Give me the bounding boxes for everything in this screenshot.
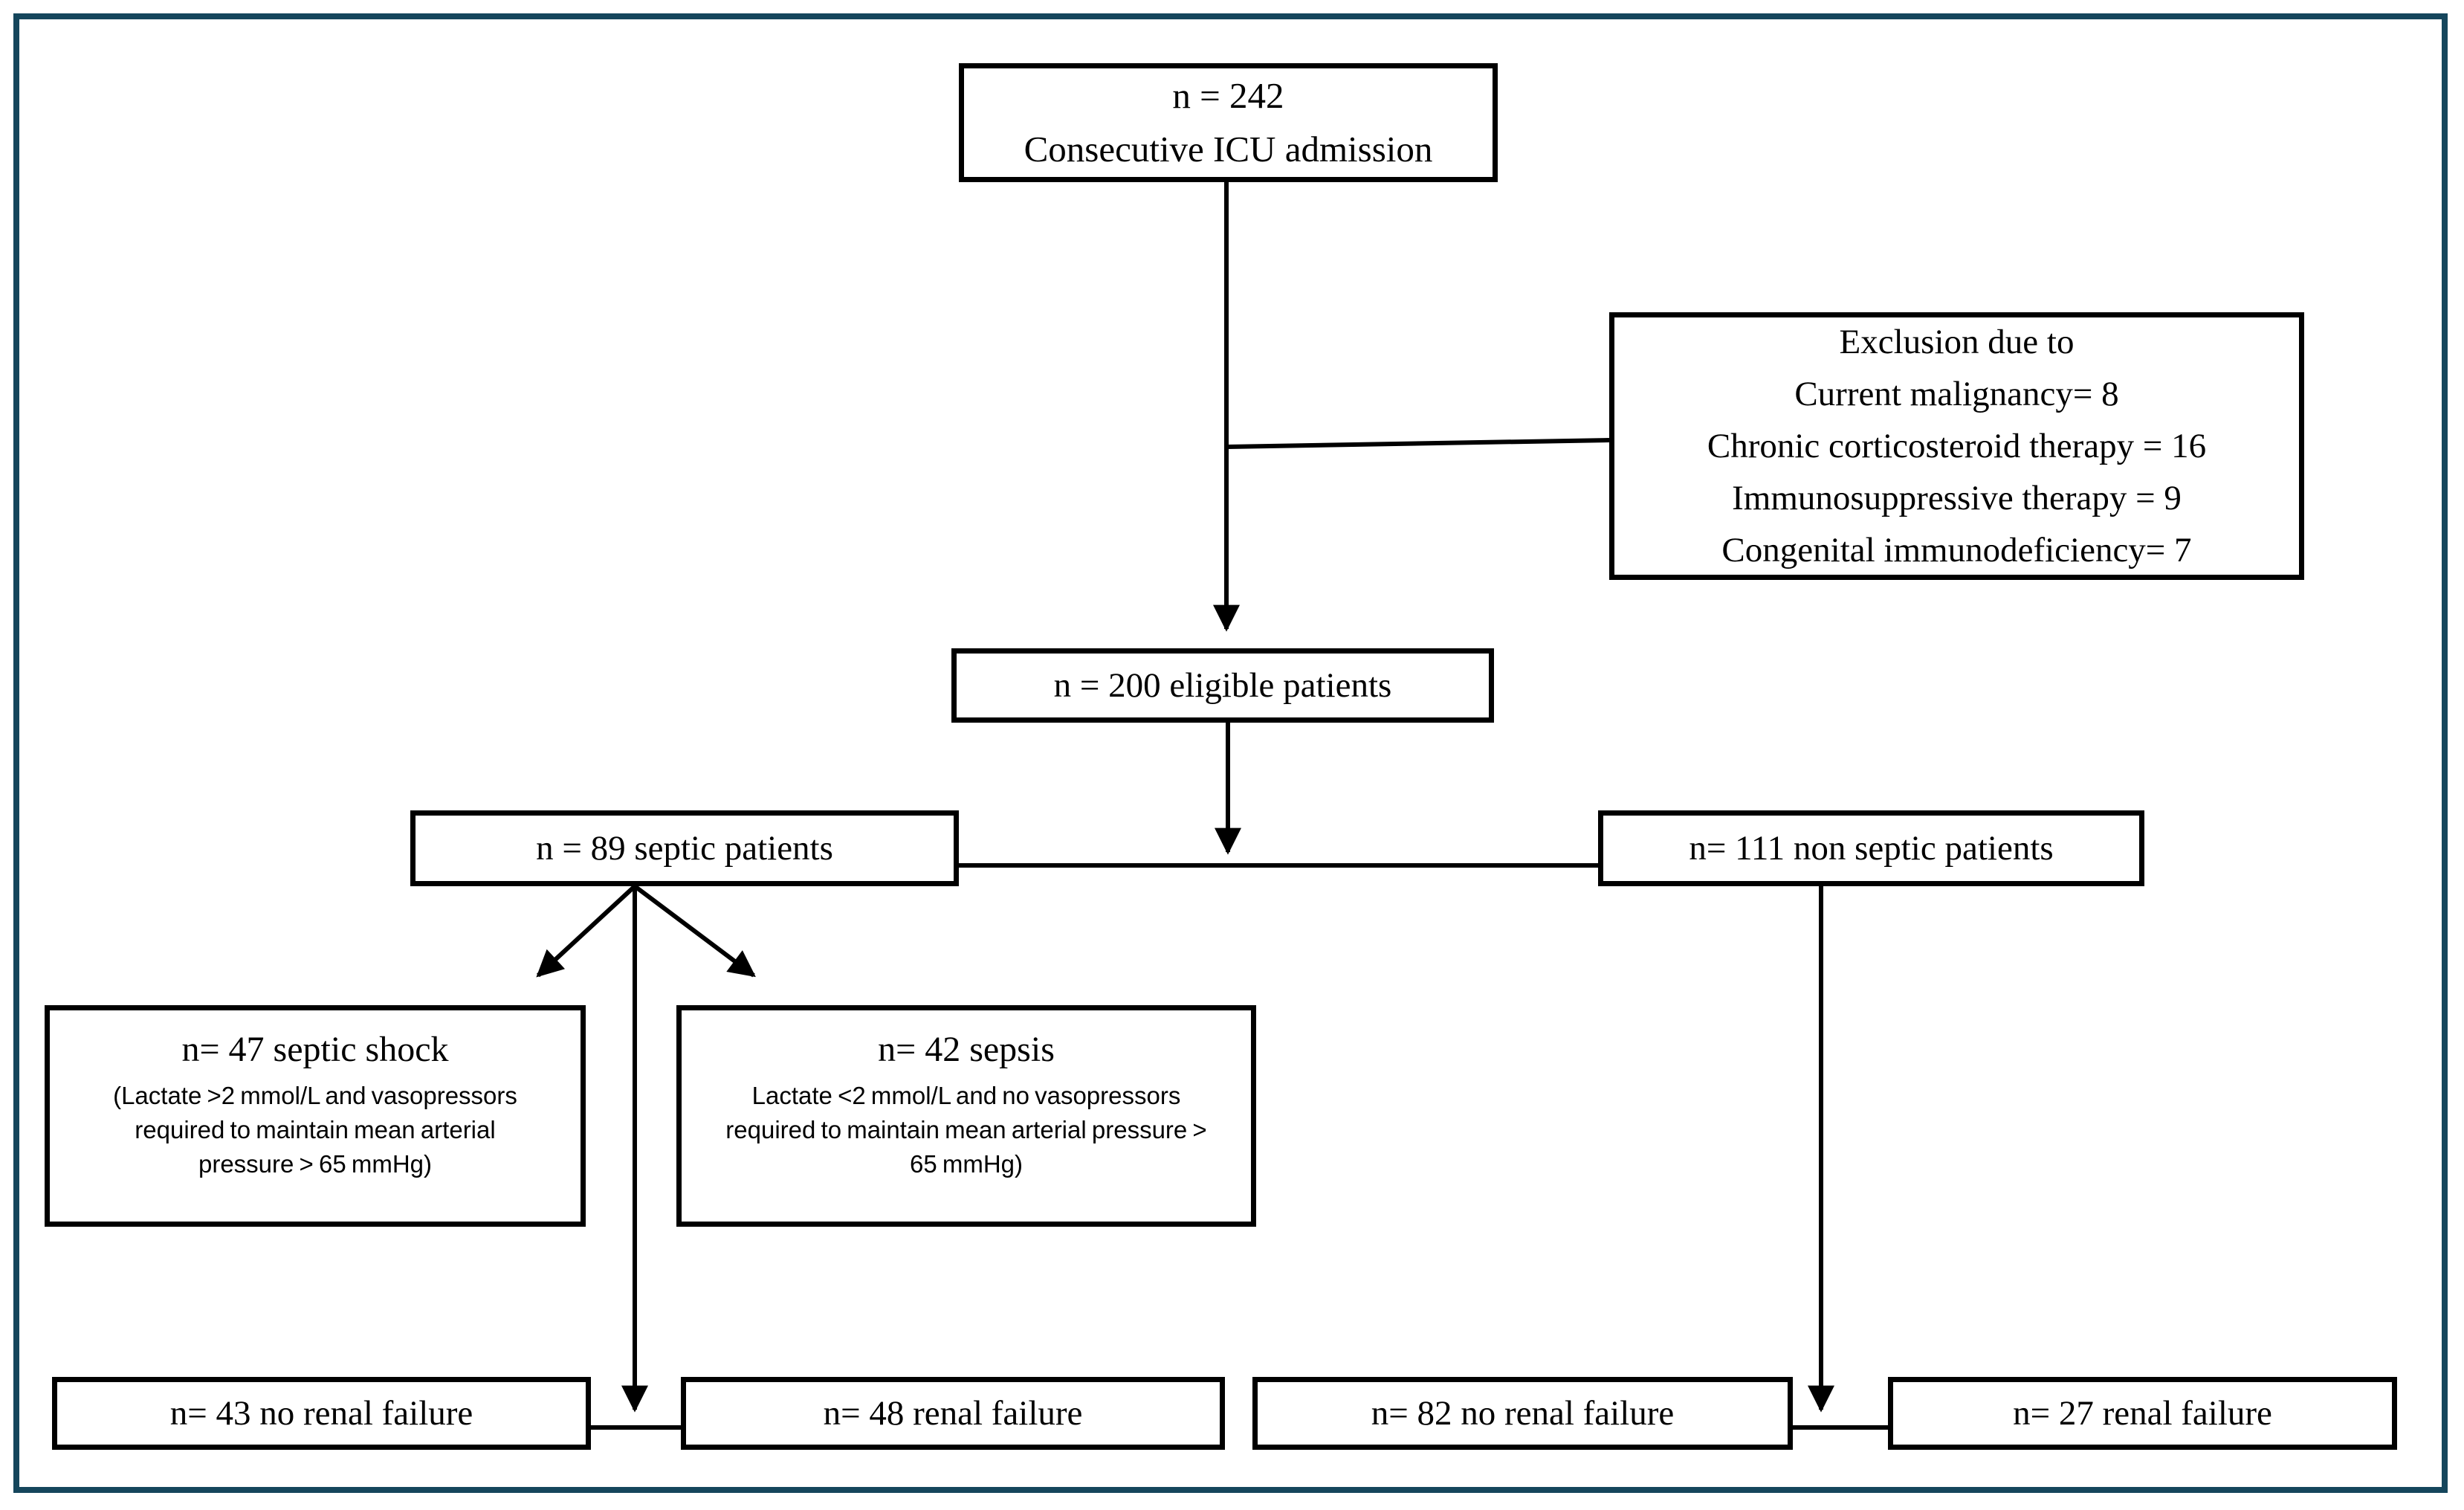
admission-count: n = 242	[1172, 75, 1284, 116]
sepsis-criteria: 65 mmHg)	[909, 1150, 1024, 1178]
admission-label: Consecutive ICU admission	[1024, 129, 1433, 170]
septic-shock-criteria: pressure > 65 mmHg)	[198, 1150, 433, 1178]
eligible-label: n = 200 eligible patients	[1053, 666, 1392, 705]
septic-shock-criteria: required to maintain mean arterial	[135, 1116, 496, 1143]
nonseptic-label: n= 111 non septic patients	[1689, 829, 2054, 868]
nonseptic-no-renal-label: n= 82 no renal failure	[1371, 1394, 1675, 1433]
box-septic-renal-failure: n= 48 renal failure	[681, 1377, 1225, 1450]
septic-no-renal-label: n= 43 no renal failure	[169, 1394, 473, 1433]
box-sepsis: n= 42 sepsis Lactate <2 mmol/L and no va…	[676, 1005, 1256, 1227]
box-exclusion: Exclusion due to Current malignancy= 8 C…	[1609, 312, 2304, 580]
box-septic-patients: n = 89 septic patients	[410, 810, 959, 886]
exclusion-item: Immunosuppressive therapy = 9	[1732, 479, 2182, 517]
sepsis-title: n= 42 sepsis	[878, 1030, 1055, 1069]
arrow-septic-to-sepsis	[633, 884, 756, 978]
sepsis-criteria: required to maintain mean arterial press…	[725, 1116, 1207, 1143]
box-septic-no-renal-failure: n= 43 no renal failure	[52, 1377, 591, 1450]
exclusion-item: Chronic corticosteroid therapy = 16	[1707, 427, 2207, 465]
exclusion-header: Exclusion due to	[1839, 323, 2075, 361]
box-icu-admission: n = 242 Consecutive ICU admission	[959, 63, 1498, 182]
line-branch-to-exclusion	[1226, 438, 1610, 449]
box-nonseptic-patients: n= 111 non septic patients	[1598, 810, 2144, 886]
exclusion-item: Current malignancy= 8	[1794, 375, 2119, 413]
septic-renal-label: n= 48 renal failure	[823, 1394, 1083, 1433]
box-nonseptic-renal-failure: n= 27 renal failure	[1888, 1377, 2397, 1450]
septic-shock-title: n= 47 septic shock	[181, 1030, 449, 1069]
box-eligible-patients: n = 200 eligible patients	[951, 648, 1494, 723]
sepsis-criteria: Lactate <2 mmol/L and no vasopressors	[751, 1082, 1181, 1109]
septic-label: n = 89 septic patients	[536, 829, 833, 868]
nonseptic-renal-label: n= 27 renal failure	[2013, 1394, 2272, 1433]
outer-frame	[13, 13, 2448, 1493]
septic-shock-criteria: (Lactate >2 mmol/L and vasopressors	[113, 1082, 517, 1109]
box-nonseptic-no-renal-failure: n= 82 no renal failure	[1252, 1377, 1793, 1450]
exclusion-item: Congenital immunodeficiency= 7	[1721, 531, 2192, 570]
arrow-septic-to-shock	[536, 884, 637, 978]
box-septic-shock: n= 47 septic shock (Lactate >2 mmol/L an…	[45, 1005, 586, 1227]
